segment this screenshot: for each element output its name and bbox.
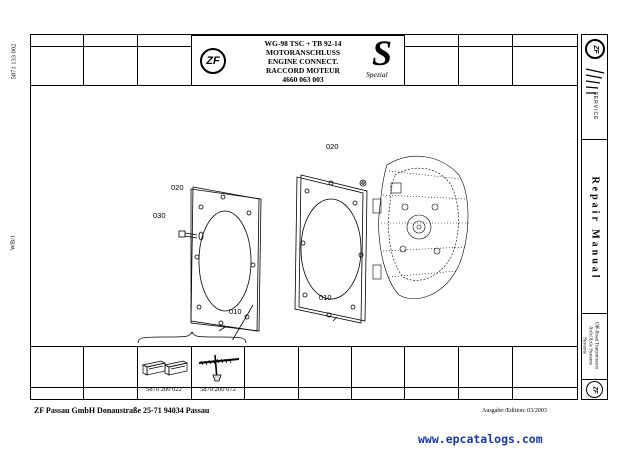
title-model: WG-98 TSC + TB 92-14 — [264, 39, 342, 48]
service-stripes-icon — [585, 68, 605, 94]
tool-cell — [513, 346, 578, 400]
title-number: 4660 063 003 — [282, 75, 324, 84]
callout-030: 030 — [153, 211, 166, 220]
leader-line — [232, 304, 254, 340]
zf-bottom-logo: ZF — [586, 381, 603, 398]
zf-service-logo: ZF — [585, 39, 605, 59]
callout-020: 020 — [326, 142, 339, 151]
tool-cell — [299, 346, 352, 400]
zf-logo-text: ZF — [591, 44, 599, 54]
zf-bottom-logo-text: ZF — [591, 385, 598, 394]
page-label: WB/1 — [9, 234, 17, 251]
bolt — [178, 230, 204, 241]
tool-cell — [84, 346, 138, 400]
exploded-view-drawing — [178, 155, 469, 340]
leader-line — [332, 316, 338, 322]
callout-010: 010 — [229, 307, 242, 316]
leader-line — [218, 326, 226, 332]
header-cell — [405, 35, 459, 86]
tool-part-number: 5870 200 022 — [146, 386, 182, 393]
gauge-blocks-icon — [141, 360, 189, 376]
tool-cell — [245, 346, 299, 400]
product-text-3: Systems — [581, 337, 587, 354]
title-french: RACCORD MOTEUR — [266, 66, 340, 75]
manual-title: Repair Manual — [589, 176, 601, 281]
header-cell — [459, 35, 513, 86]
title-english: ENGINE CONNECT. — [267, 57, 339, 66]
footer-company: ZF Passau GmbH Donaustraße 25-71 94034 P… — [34, 406, 210, 415]
tool-cell — [352, 346, 405, 400]
service-label: SERVICE — [592, 91, 598, 121]
tool-cell — [138, 346, 192, 400]
title-block: ZF WG-98 TSC + TB 92-14 MOTORANSCHLUSS E… — [191, 33, 405, 86]
spezial-letter: S — [372, 33, 393, 73]
watermark-link[interactable]: www.epcatalogs.com — [418, 432, 543, 446]
product-text-2: Axle/Axle Systems — [587, 326, 593, 365]
header-cell — [138, 35, 192, 86]
torque-converter — [372, 155, 469, 299]
title-german: MOTORANSCHLUSS — [265, 48, 341, 57]
tool-cell — [405, 346, 459, 400]
tool-cell — [459, 346, 513, 400]
washer — [359, 179, 367, 187]
spezial-badge: S Spezial — [366, 33, 400, 84]
tool-cell — [31, 346, 84, 400]
side-panel: ZF SERVICE Repair Manual Off-Road Transm… — [581, 34, 608, 400]
tool-brace — [137, 331, 247, 344]
gasket-plate — [190, 186, 262, 332]
header-cell — [31, 35, 84, 86]
header-cell — [513, 35, 578, 86]
callout-020: 020 — [171, 183, 184, 192]
footer-edition: Ausgabe:/Edition: 03/2003 — [482, 408, 547, 414]
adapter-plate — [294, 174, 368, 324]
tool-handle-icon — [198, 354, 240, 382]
callout-010: 010 — [319, 293, 332, 302]
header-cell — [84, 35, 138, 86]
document-code: 5871 133 002 — [10, 43, 18, 80]
drawing-sheet: ZF WG-98 TSC + TB 92-14 MOTORANSCHLUSS E… — [30, 33, 578, 400]
product-text-1: Off-Road Transmission — [593, 322, 599, 369]
spezial-word: Spezial — [366, 70, 388, 79]
zf-logo: ZF — [200, 48, 226, 74]
tool-part-number: 5870 200 072 — [200, 386, 236, 393]
tool-cell — [192, 346, 245, 400]
